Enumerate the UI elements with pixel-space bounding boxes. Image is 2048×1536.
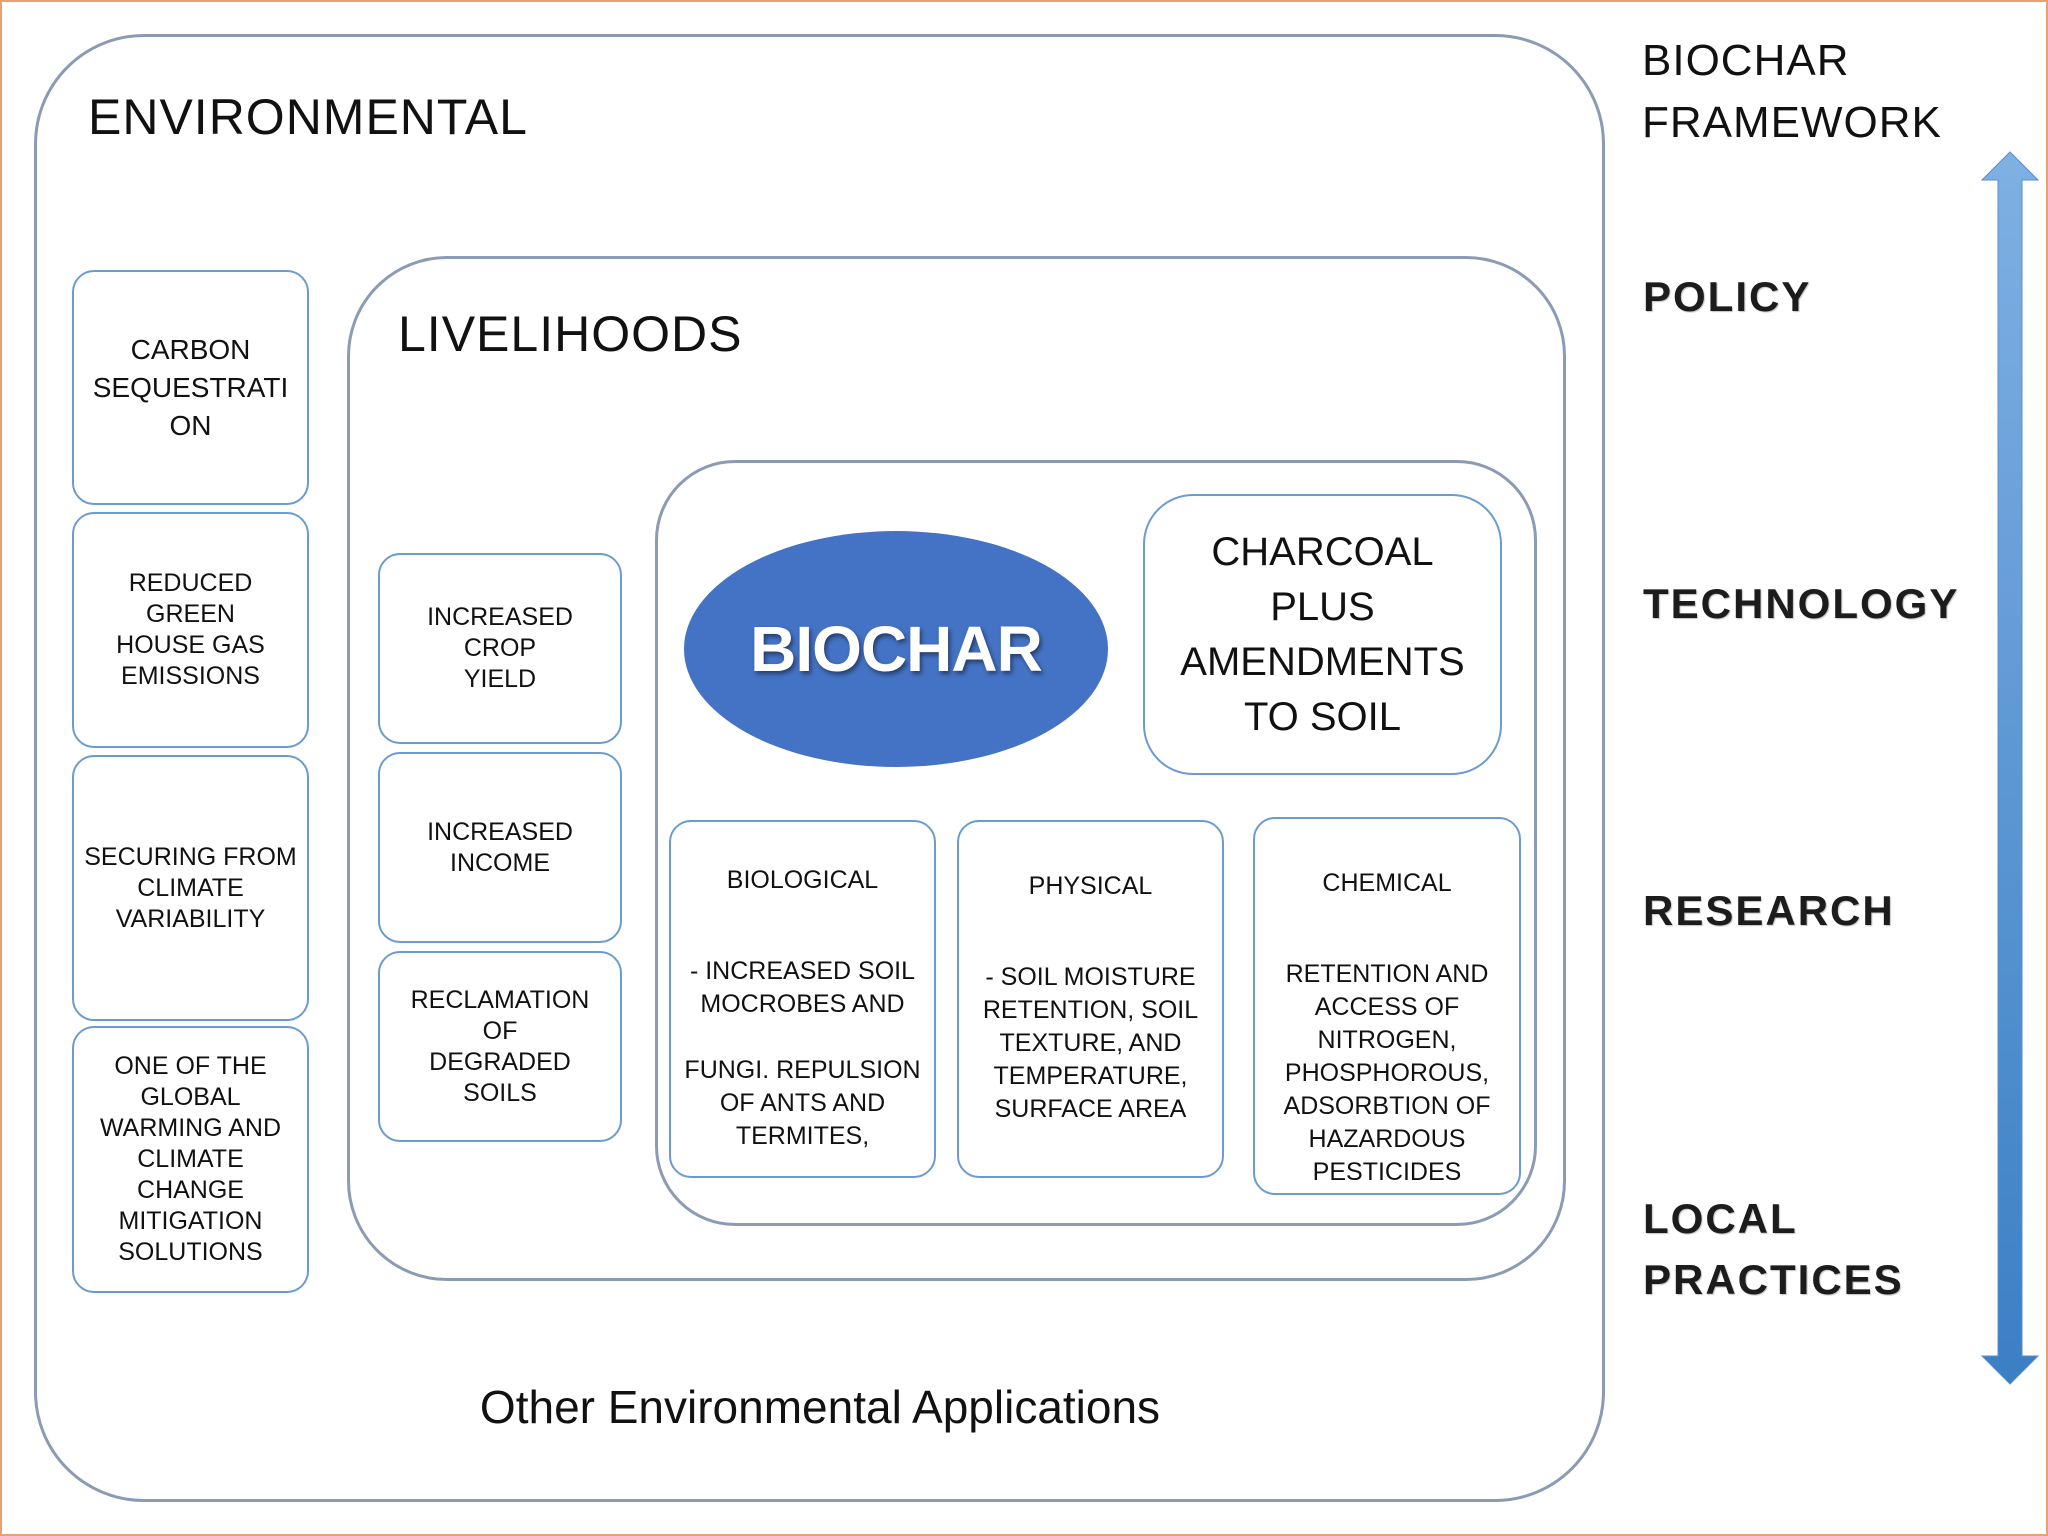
property-heading: BIOLOGICAL (726, 866, 879, 894)
tier-local-practices: LOCAL PRACTICES (1643, 1195, 1904, 1303)
livelihood-item-crop-yield: INCREASED CROP YIELD (378, 553, 622, 744)
property-heading: CHEMICAL (1322, 869, 1452, 897)
other-environmental-applications: Other Environmental Applications (479, 1381, 1161, 1433)
property-chemical: CHEMICAL RETENTION AND ACCESS OF NITROGE… (1253, 817, 1521, 1195)
environmental-title: ENVIRONMENTAL (88, 89, 528, 145)
biochar-label: BIOCHAR (750, 613, 1043, 685)
env-item-carbon-sequestration: CARBON SEQUESTRATI ON (72, 270, 309, 505)
property-body: - INCREASED SOIL MOCROBES AND FUNGI. REP… (684, 957, 921, 1150)
livelihood-item-reclamation: RECLAMATION OF DEGRADED SOILS (378, 951, 622, 1142)
framework-title: BIOCHAR FRAMEWORK (1642, 36, 1942, 147)
biochar-definition: CHARCOAL PLUS AMENDMENTS TO SOIL (1143, 494, 1502, 775)
property-heading: PHYSICAL (1028, 872, 1153, 900)
tier-research: RESEARCH (1643, 887, 1895, 934)
biochar-container (655, 460, 1537, 1226)
biochar-ellipse: BIOCHAR (684, 531, 1108, 767)
livelihoods-title: LIVELIHOODS (398, 306, 743, 362)
double-headed-vertical-arrow-icon (1980, 151, 2040, 1385)
env-item-climate-variability: SECURING FROM CLIMATE VARIABILITY (72, 755, 309, 1021)
livelihoods-container (347, 256, 1566, 1281)
property-biological: BIOLOGICAL - INCREASED SOIL MOCROBES AND… (669, 820, 936, 1178)
property-body: RETENTION AND ACCESS OF NITROGEN, PHOSPH… (1283, 960, 1491, 1186)
property-body: - SOIL MOISTURE RETENTION, SOIL TEXTURE,… (982, 963, 1199, 1123)
env-item-reduced-ghg: REDUCED GREEN HOUSE GAS EMISSIONS (72, 512, 309, 748)
env-item-mitigation: ONE OF THE GLOBAL WARMING AND CLIMATE CH… (72, 1026, 309, 1293)
tier-policy: POLICY (1643, 273, 1812, 320)
livelihood-item-income: INCREASED INCOME (378, 752, 622, 943)
property-physical: PHYSICAL - SOIL MOISTURE RETENTION, SOIL… (957, 820, 1224, 1178)
tier-technology: TECHNOLOGY (1643, 580, 1960, 627)
